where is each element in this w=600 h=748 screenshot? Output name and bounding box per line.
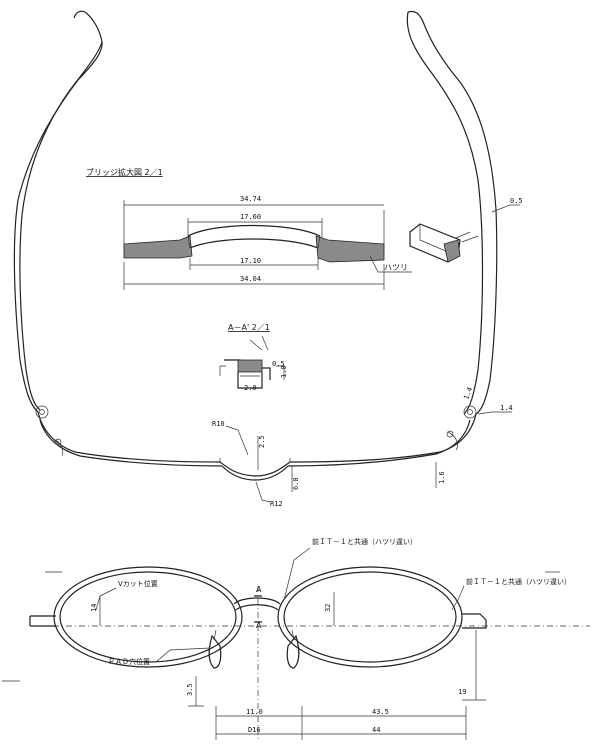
dim-bottom-435: 43.5 [372, 708, 389, 716]
dim-center-60: 6.0 [292, 477, 300, 490]
top-view-frame [13, 10, 520, 481]
dim-temple-05: 0.5 [510, 197, 523, 205]
hatsuri-label: ハツリ [384, 263, 408, 272]
dim-left-35: 3.5 [186, 683, 194, 696]
bridge-detail-title: ブリッジ拡大図 2／1 [86, 167, 163, 177]
dim-hinge-right2: 1.4 [462, 386, 474, 401]
dim-left-14: 14 [90, 604, 98, 612]
section-aa: A－A' 2／1 2.0 1.0 0.5 [219, 323, 288, 392]
dim-hinge-right: 1.4 [500, 404, 513, 412]
section-aa-title: A－A' 2／1 [228, 323, 270, 332]
dim-right-19: 19 [458, 688, 466, 696]
dim-1760: 17.60 [240, 213, 261, 221]
dim-aa-20: 2.0 [244, 384, 257, 392]
bridge-detail: ブリッジ拡大図 2／1 34.74 17.60 17.10 34.04 ハツリ [86, 167, 479, 290]
note-v-cut: Vカット位置 [118, 579, 158, 588]
section-marker-a-top: A [256, 585, 262, 594]
dim-bottom-44: 44 [372, 726, 380, 734]
dim-bottom-110: 11.0 [246, 708, 263, 716]
dim-bottom-d16: D16 [248, 726, 261, 734]
note-center: 前ＩＴ－１と共通（ハツリ違い） [312, 537, 417, 546]
section-marker-a-bottom: A [256, 621, 262, 630]
dim-right-32: 32 [324, 604, 332, 612]
dim-3404: 34.04 [240, 275, 261, 283]
front-view: A A 前ＩＴ－１と共通（ハツリ違い） 前ＩＴ－１と共通（ハツリ違い） Vカット… [2, 537, 590, 740]
note-pad-hole: ＰＡＤ穴位置 [108, 657, 150, 666]
dim-3474: 34.74 [240, 195, 261, 203]
top-view-dimensions: 0.5 1.4 1.4 R10 R12 2.5 6.0 1.6 [212, 197, 523, 508]
dim-r10: R10 [212, 420, 225, 428]
note-right: 前ＩＴ－１と共通（ハツリ違い） [466, 577, 571, 586]
dim-lower-right: 1.6 [438, 471, 446, 484]
dim-1710: 17.10 [240, 257, 261, 265]
dim-aa-10: 1.0 [280, 365, 288, 378]
dim-r12: R12 [270, 500, 283, 508]
dim-center-25: 2.5 [258, 435, 266, 448]
dim-aa-05: 0.5 [272, 360, 285, 368]
